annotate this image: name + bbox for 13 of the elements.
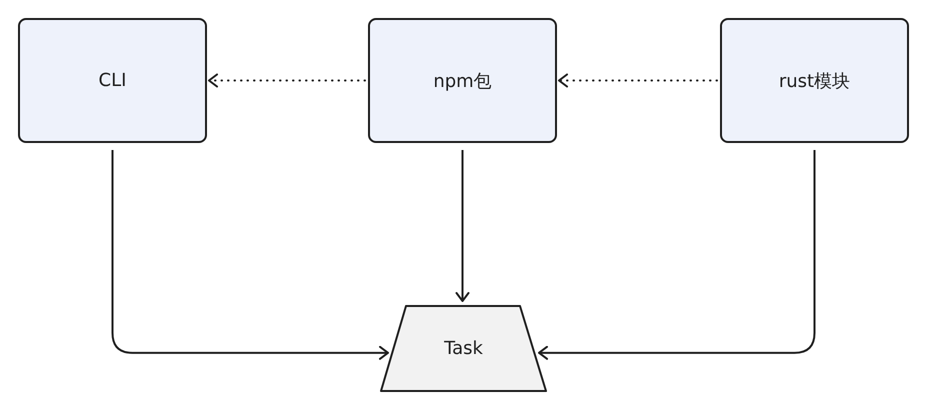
arrow xyxy=(538,150,816,360)
arrow xyxy=(456,150,470,302)
process-box xyxy=(368,18,557,143)
node-label: CLI xyxy=(98,70,126,91)
node-label: npm包 xyxy=(433,70,492,92)
arrow xyxy=(558,74,718,88)
trapezoid-node xyxy=(380,305,547,392)
process-box xyxy=(18,18,207,143)
node-label: Task xyxy=(444,338,483,359)
process-box xyxy=(720,18,909,143)
arrow xyxy=(208,74,366,88)
arrow xyxy=(112,150,389,360)
node-label: rust模块 xyxy=(778,70,850,92)
